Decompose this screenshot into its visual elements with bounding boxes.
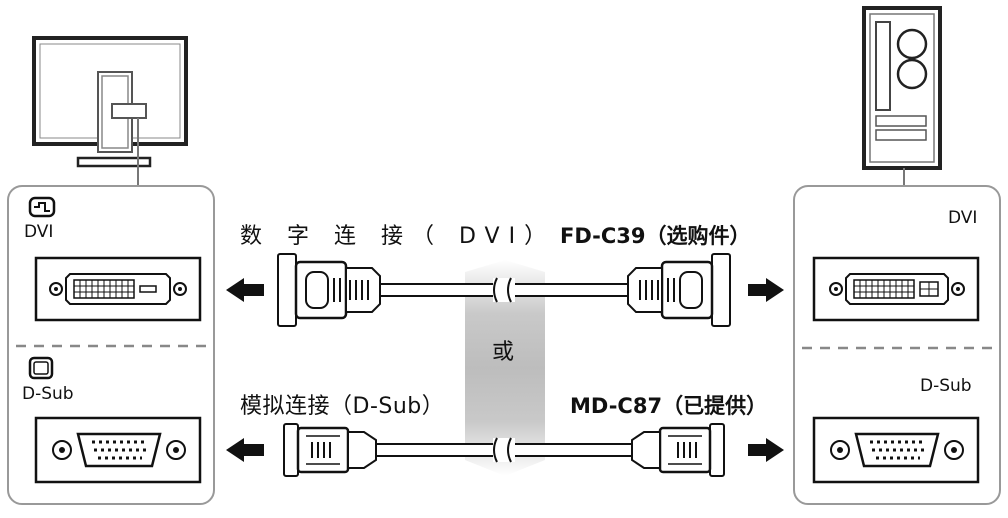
analog-signal-icon	[28, 356, 54, 380]
dvi-port-pc[interactable]	[812, 256, 980, 322]
pc-icon	[862, 6, 942, 190]
dsub-port-pc[interactable]	[812, 416, 980, 484]
pc-dvi-label: DVI	[948, 208, 978, 228]
pc-connector-panel	[793, 185, 1001, 505]
analog-connection-label: 模拟连接（D-Sub）	[240, 394, 445, 419]
dvi-cable	[277, 253, 731, 327]
monitor-dvi-label: DVI	[24, 222, 54, 242]
monitor-icon	[32, 36, 188, 190]
dsub-port-monitor[interactable]	[34, 416, 202, 484]
or-label: 或	[492, 340, 515, 365]
dsub-cable-model-label: MD-C87（已提供）	[570, 394, 768, 418]
pc-dsub-label: D-Sub	[920, 376, 972, 396]
monitor-connector-panel	[7, 185, 215, 505]
dsub-cable	[283, 423, 725, 477]
or-band	[465, 260, 545, 476]
digital-signal-icon	[28, 196, 56, 218]
arrow-left-icon	[226, 438, 264, 462]
arrow-right-icon	[748, 438, 784, 462]
dvi-cable-model-label: FD-C39（选购件）	[560, 224, 751, 248]
monitor-dsub-label: D-Sub	[22, 384, 74, 404]
digital-connection-label: 数 字 连 接（ DVI）	[240, 224, 556, 249]
dvi-port-monitor[interactable]	[34, 256, 202, 322]
arrow-left-icon	[226, 278, 264, 302]
arrow-right-icon	[748, 278, 784, 302]
